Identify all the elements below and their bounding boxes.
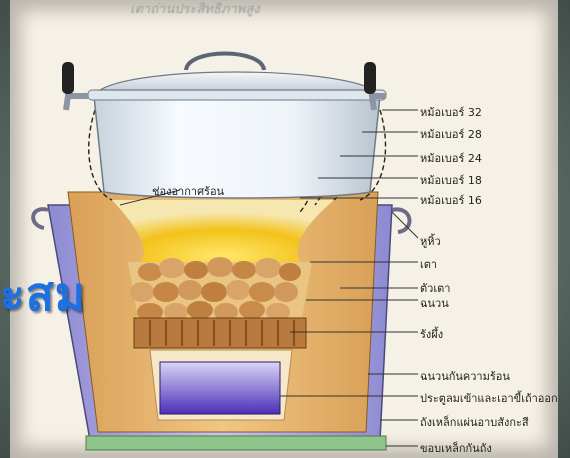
lid-knob xyxy=(186,54,264,71)
label-bucket: ถังเหล็กแผ่นอาบสังกะสี xyxy=(420,413,529,431)
label-pot-16: หม้อเบอร์ 16 xyxy=(420,191,482,209)
pot-handle-left-grip xyxy=(62,62,74,94)
label-pot-28: หม้อเบอร์ 28 xyxy=(420,125,482,143)
air-door xyxy=(160,362,280,414)
label-stove: เตา xyxy=(420,255,437,273)
partial-side-text: ะสม xyxy=(0,258,86,331)
pot-lid xyxy=(100,72,374,90)
honeycomb-grate xyxy=(134,318,306,348)
label-hot-air-gap: ช่องอากาศร้อน xyxy=(152,182,224,200)
label-pot-32: หม้อเบอร์ 32 xyxy=(420,103,482,121)
pot-rim xyxy=(88,90,386,100)
label-pot-18: หม้อเบอร์ 18 xyxy=(420,171,482,189)
label-base-ring: ขอบเหล็กกันถัง xyxy=(420,439,492,457)
pot-handle-left xyxy=(66,96,88,110)
label-pot-24: หม้อเบอร์ 24 xyxy=(420,149,482,167)
pot-handle-right-grip xyxy=(364,62,376,94)
label-air-door: ประตูลมเข้าและเอาขี้เถ้าออก xyxy=(420,389,558,407)
label-handle: หูหิ้ว xyxy=(420,232,441,250)
label-grate: รังผึ้ง xyxy=(420,325,443,343)
charcoal-pile xyxy=(130,257,301,321)
label-insulation: ฉนวน xyxy=(420,294,449,312)
bucket-handle-left xyxy=(33,209,48,228)
base-ring xyxy=(86,436,386,450)
pot-body xyxy=(94,96,380,198)
label-heat-insulation: ฉนวนกันความร้อน xyxy=(420,367,510,385)
